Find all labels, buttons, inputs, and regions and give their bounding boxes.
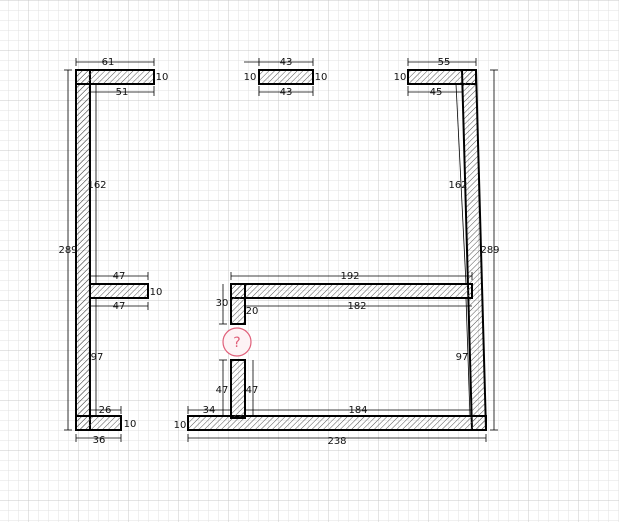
dim-top-right-width[interactable]: 55	[438, 57, 451, 68]
dim-bottom-left-width[interactable]: 36	[93, 435, 106, 446]
dim-top-left-inner[interactable]: 51	[116, 87, 129, 98]
dim-left-upper-inner[interactable]: 162	[87, 180, 106, 191]
dim-bottom-stub-end[interactable]: 10	[174, 420, 187, 431]
dim-right-height[interactable]: 289	[480, 245, 499, 256]
unknown-dimension-marker[interactable]: ?	[222, 327, 252, 357]
dim-room-top[interactable]: 192	[340, 271, 359, 282]
dim-room-stub-outer[interactable]: 30	[216, 298, 229, 309]
top-mid-wall[interactable]	[258, 69, 314, 85]
dim-top-mid-width[interactable]: 43	[280, 57, 293, 68]
dimension-lines	[64, 58, 498, 442]
dim-room-wall-right[interactable]: 47	[246, 385, 259, 396]
dim-top-right-end[interactable]: 10	[394, 72, 407, 83]
dim-room-wall-left[interactable]: 47	[216, 385, 229, 396]
dim-room-bottom-inner[interactable]: 184	[348, 405, 367, 416]
dim-bottom-stub[interactable]: 34	[203, 405, 216, 416]
dim-top-left-end[interactable]: 10	[156, 72, 169, 83]
left-wall[interactable]	[75, 69, 155, 431]
dim-top-right-inner[interactable]: 45	[430, 87, 443, 98]
dim-bottom-left-inner[interactable]: 26	[99, 405, 112, 416]
dim-left-lower-inner[interactable]: 97	[91, 352, 104, 363]
dim-right-upper-inner[interactable]: 162	[448, 180, 467, 191]
dim-bottom-left-end[interactable]: 10	[124, 419, 137, 430]
dim-top-mid-left-end[interactable]: 10	[244, 72, 257, 83]
inner-room-walls[interactable]	[230, 283, 473, 419]
bottom-wall[interactable]	[187, 415, 487, 431]
question-circle-icon[interactable]	[222, 327, 252, 357]
dim-room-top-inner[interactable]: 182	[347, 301, 366, 312]
dim-right-lower-inner[interactable]: 97	[456, 352, 469, 363]
walls	[75, 69, 488, 431]
dim-top-mid-right-end[interactable]: 10	[315, 72, 328, 83]
dim-top-left-width[interactable]: 61	[102, 57, 115, 68]
dim-left-shelf-bottom[interactable]: 47	[113, 301, 126, 312]
dim-room-stub-inner[interactable]: 20	[246, 306, 259, 317]
dim-left-shelf-end[interactable]: 10	[150, 287, 163, 298]
dimension-labels: 61 51 10 43 43 10 10 55 45 10 289 162 47…	[58, 57, 499, 447]
question-mark: ?	[233, 335, 240, 351]
dim-bottom-total[interactable]: 238	[327, 436, 346, 447]
dim-top-mid-inner[interactable]: 43	[280, 87, 293, 98]
dim-left-height[interactable]: 289	[58, 245, 77, 256]
dim-left-shelf-top[interactable]: 47	[113, 271, 126, 282]
